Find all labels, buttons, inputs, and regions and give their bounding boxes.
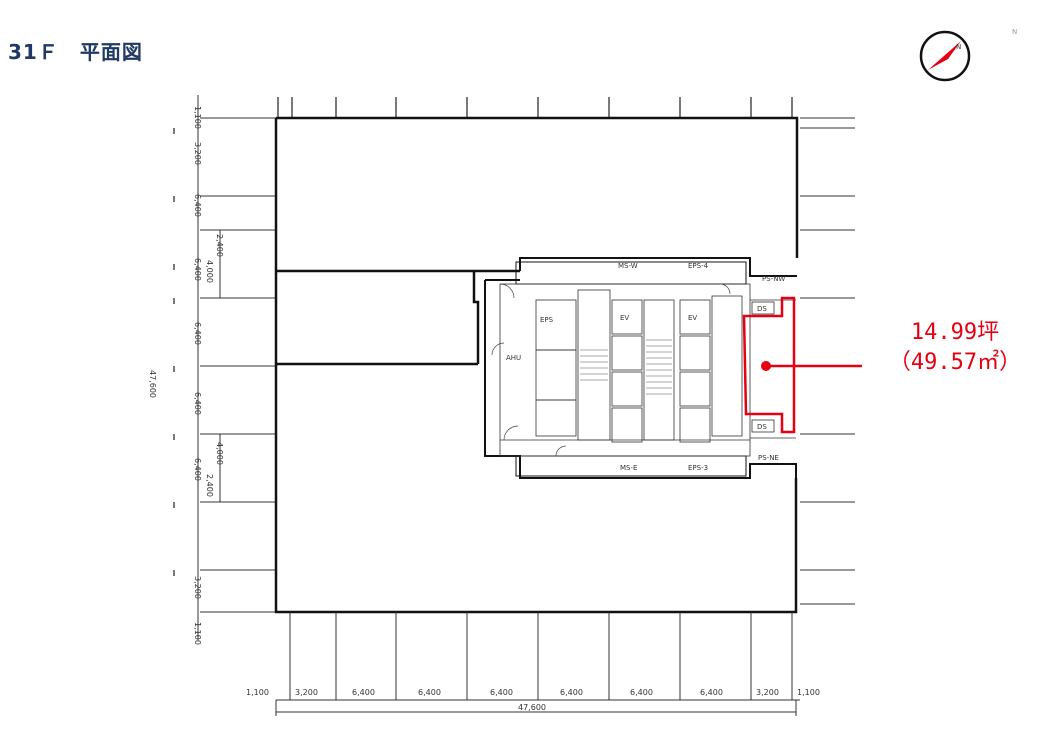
dim-bottom-2: 6,400	[352, 688, 375, 697]
label-ds-top: DS	[757, 305, 767, 313]
label-eps-4: EPS-4	[688, 262, 709, 270]
label-ps-nw: PS-NW	[762, 275, 785, 283]
dim-left-0: 1,100	[193, 106, 202, 129]
bottom-grid-lines	[275, 612, 800, 716]
dim-left-7: 3,200	[193, 576, 202, 599]
core-outline	[484, 257, 797, 479]
dim-bottom-9: 1,100	[797, 688, 820, 697]
dim-bottom-4: 6,400	[490, 688, 513, 697]
dim-bottom-6: 6,400	[630, 688, 653, 697]
label-ds-bottom: DS	[757, 423, 767, 431]
bottom-dimensions: 1,100 3,200 6,400 6,400 6,400 6,400 6,40…	[246, 688, 820, 712]
compass-needle	[928, 41, 961, 70]
dim-bottom-8: 3,200	[756, 688, 779, 697]
left-dimensions: 1,100 3,200 6,400 6,400 6,400 6,400 6,40…	[148, 106, 224, 645]
dim-left-3: 6,400	[193, 258, 202, 281]
compass-icon: N	[919, 30, 971, 82]
dim-left-6: 6,400	[193, 458, 202, 481]
dim-left-inner-2: 4,000	[215, 442, 224, 465]
building-outline	[274, 116, 799, 614]
compass-letter: N	[956, 43, 961, 51]
page-title: 31Ｆ 平面図	[8, 40, 143, 64]
label-ahu: AHU	[506, 354, 521, 362]
dim-left-total: 47,600	[148, 370, 157, 398]
dim-bottom-total: 47,600	[518, 703, 546, 712]
dim-left-inner-1: 4,000	[205, 260, 214, 283]
label-ms-e: MS-E	[620, 464, 637, 472]
label-ev-1: EV	[620, 314, 629, 322]
label-eps: EPS	[540, 316, 554, 324]
dim-bottom-7: 6,400	[700, 688, 723, 697]
dim-left-2: 6,400	[193, 194, 202, 217]
area-tsubo: 14.99坪	[910, 320, 1000, 345]
dim-left-inner-3: 2,400	[205, 474, 214, 497]
left-grid-ticks	[197, 95, 276, 640]
door-swings	[491, 283, 731, 457]
dim-left-5: 6,400	[193, 392, 202, 415]
dim-left-4: 6,400	[193, 322, 202, 345]
dim-bottom-5: 6,400	[560, 688, 583, 697]
area-sqm: （49.57㎡）	[888, 350, 1022, 375]
stair-hatch	[580, 339, 672, 395]
label-ms-w: MS-W	[618, 262, 638, 270]
label-ev-2: EV	[688, 314, 697, 322]
dim-left-inner-0: 2,400	[215, 234, 224, 257]
dim-bottom-3: 6,400	[418, 688, 441, 697]
label-ps-ne: PS-NE	[758, 454, 779, 462]
dim-bottom-1: 3,200	[295, 688, 318, 697]
dim-left-1: 3,200	[193, 142, 202, 165]
area-label: 14.99坪 （49.57㎡）	[860, 318, 1043, 378]
top-grid-ticks	[277, 97, 793, 118]
right-edge-ticks	[800, 117, 855, 605]
dim-left-8: 1,100	[193, 622, 202, 645]
leased-area	[742, 296, 862, 434]
compass-small-mark: N	[1012, 28, 1018, 36]
label-eps-3: EPS-3	[688, 464, 708, 472]
core-details	[499, 283, 796, 457]
dim-bottom-0: 1,100	[246, 688, 269, 697]
